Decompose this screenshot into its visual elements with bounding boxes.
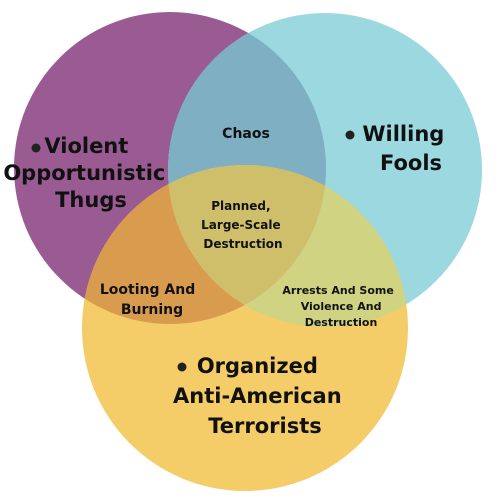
violent-thugs-bullet (31, 143, 41, 153)
looting-overlap (82, 165, 326, 324)
arrests-label: Arrests And Some Violence And Destructio… (282, 284, 397, 329)
chaos-label: Chaos (222, 126, 270, 142)
willing-fools-label: Willing Fools (362, 122, 451, 175)
violent-thugs-label: Violent Opportunistic Thugs (3, 134, 172, 212)
looting-label: Looting And Burning (100, 282, 200, 318)
willing-fools-bullet (345, 130, 355, 140)
terrorists-bullet (177, 362, 187, 372)
arrests-overlap (168, 165, 408, 327)
terrorists-label: Organized Anti-American Terrorists (173, 354, 349, 438)
center-label: Planned, Large-Scale Destruction (201, 199, 285, 251)
